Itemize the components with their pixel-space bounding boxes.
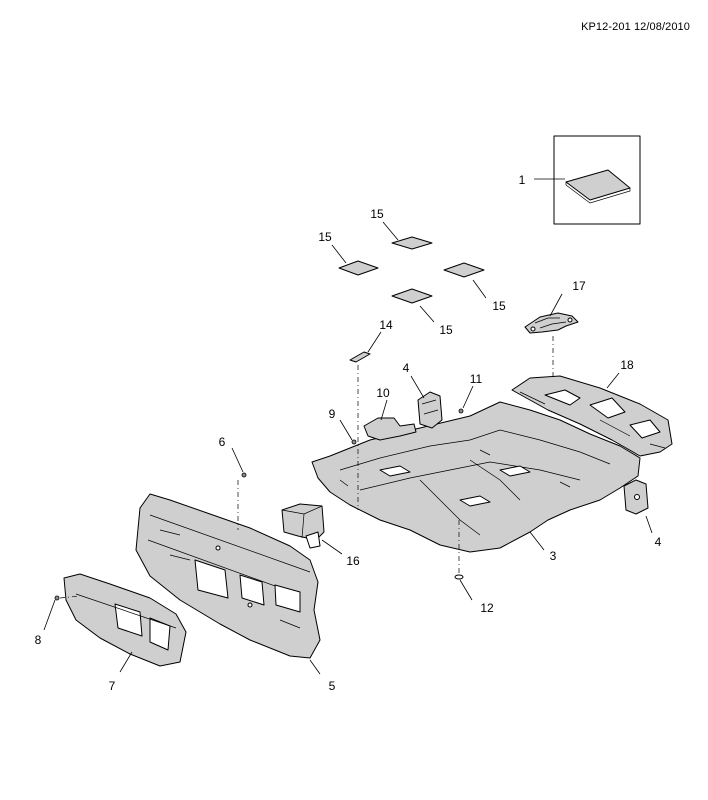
part-7-lower-dash-insulator[interactable] [63, 573, 187, 667]
part-5-dash-insulator[interactable] [135, 493, 321, 659]
callout-4-lower: 4 [655, 535, 662, 549]
callout-14: 14 [379, 318, 393, 332]
part-1-kit-box[interactable] [553, 135, 641, 225]
callout-8: 8 [35, 633, 42, 647]
callout-16: 16 [346, 554, 360, 568]
part-11-fastener[interactable] [458, 408, 464, 414]
part-16-insulator-block[interactable] [281, 503, 325, 549]
part-12-plug[interactable] [454, 574, 464, 580]
pad-15-c [443, 262, 485, 278]
callout-5: 5 [329, 679, 336, 693]
part-3-floor-carpet[interactable] [311, 401, 641, 553]
callout-12: 12 [480, 601, 494, 615]
part-9-fastener[interactable] [351, 439, 357, 445]
callout-17: 17 [572, 279, 586, 293]
part-8-clip[interactable] [54, 595, 60, 601]
callout-10: 10 [376, 386, 390, 400]
callout-15-a: 15 [370, 207, 384, 221]
pad-15-a [391, 236, 433, 250]
callout-15-c: 15 [492, 299, 506, 313]
callout-7: 7 [109, 679, 116, 693]
part-10-heel-pad[interactable] [363, 417, 417, 441]
callout-1: 1 [519, 173, 526, 187]
callout-9: 9 [329, 407, 336, 421]
part-14-clip[interactable] [349, 351, 371, 363]
part-4-side-bracket-lower[interactable] [623, 479, 649, 515]
pad-15-b [338, 260, 379, 276]
callout-6: 6 [219, 435, 226, 449]
callout-18: 18 [620, 358, 634, 372]
part-6-fastener[interactable] [241, 472, 247, 478]
part-4-side-bracket-upper[interactable] [417, 391, 443, 429]
callout-4-upper: 4 [403, 361, 410, 375]
callout-15-b: 15 [318, 230, 332, 244]
part-18-rear-floor-panel[interactable] [511, 375, 673, 457]
callout-3: 3 [550, 549, 557, 563]
callout-11: 11 [470, 372, 483, 386]
diagram-reference-code: KP12-201 12/08/2010 [581, 21, 690, 33]
callout-15-d: 15 [439, 323, 453, 337]
part-15-insulation-pads[interactable] [338, 236, 485, 304]
pad-15-d [391, 288, 433, 304]
part-17-bracket[interactable] [524, 312, 579, 334]
